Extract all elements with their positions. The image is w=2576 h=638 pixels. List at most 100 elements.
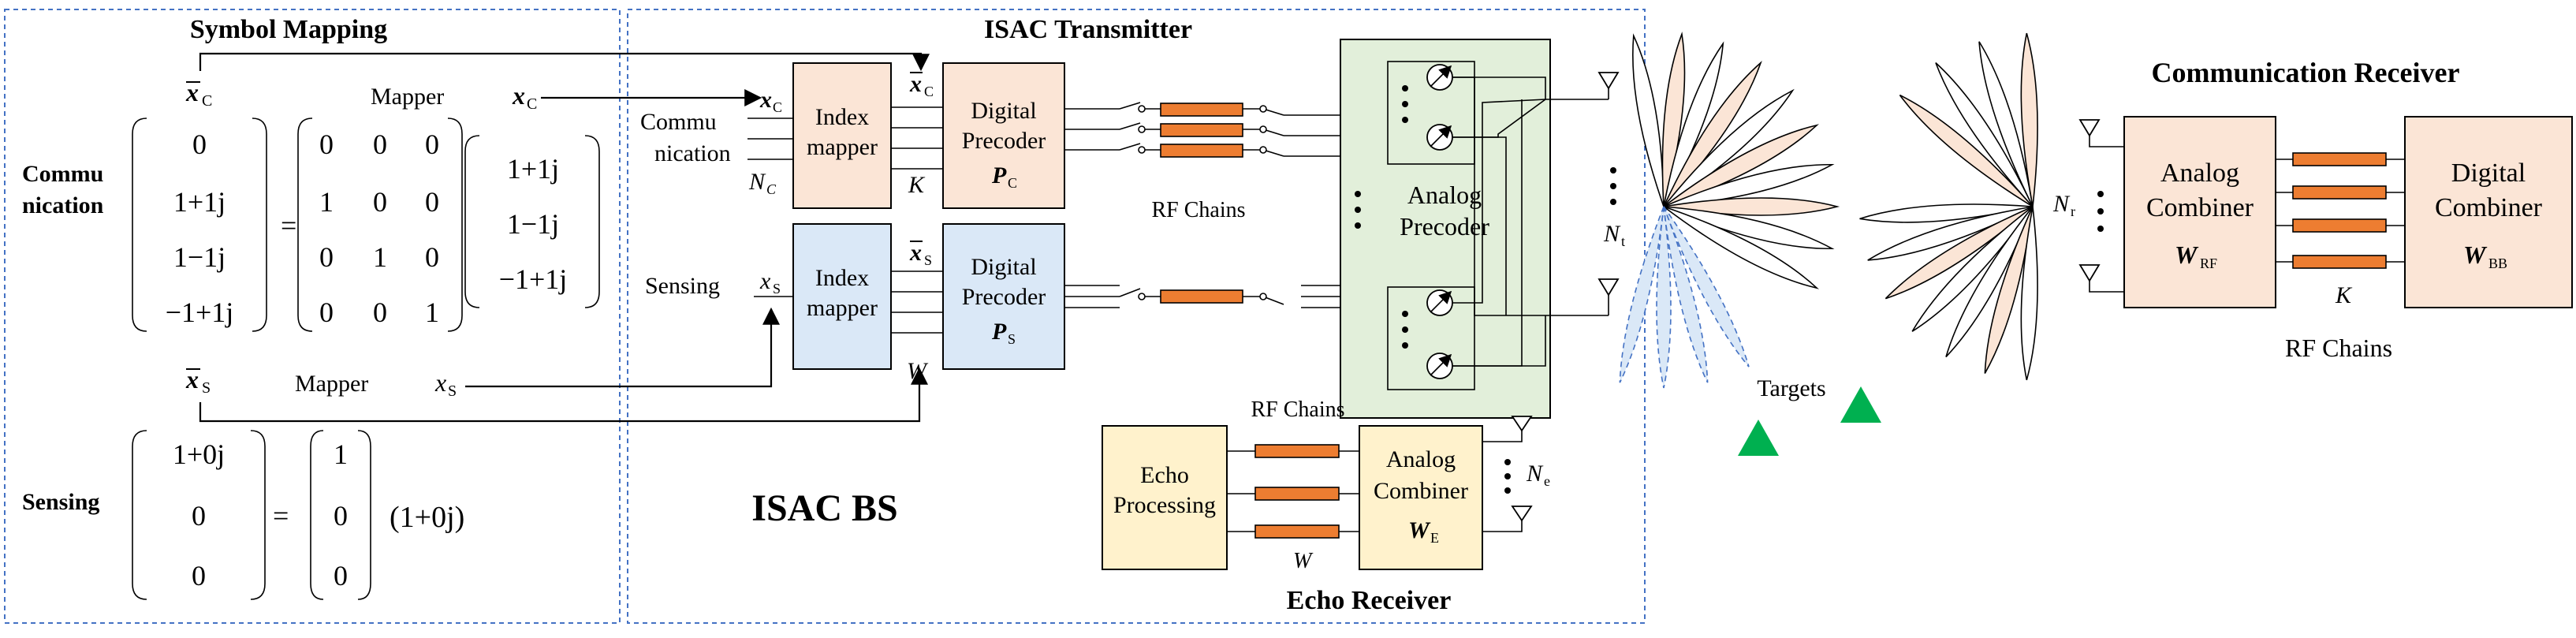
svg-text:Analog: Analog [2160, 159, 2239, 188]
svg-text:0: 0 [373, 297, 387, 328]
rx-beam-lobe [1859, 203, 2034, 223]
svg-text:mapper: mapper [807, 134, 878, 160]
wbb-label: W BB [2463, 241, 2507, 271]
xc-input-symbol: x C [759, 87, 782, 115]
comm-input-label-1: Commu [640, 109, 717, 135]
svg-text:Index: Index [815, 104, 869, 130]
mapper-bottom-label: Mapper [295, 371, 368, 397]
svg-text:N: N [1526, 461, 1544, 487]
svg-text:1+1j: 1+1j [173, 186, 226, 218]
we-label: W E [1408, 517, 1439, 546]
svg-text:C: C [766, 181, 777, 197]
svg-text:0: 0 [334, 500, 348, 532]
svg-text:x: x [759, 87, 772, 113]
svg-text:W: W [2463, 241, 2488, 269]
tx-rf-chains-comm [1064, 102, 1340, 158]
echo-receiver-title: Echo Receiver [1287, 586, 1452, 615]
svg-text:1: 1 [319, 186, 334, 218]
digital-precoder-sens [942, 223, 1065, 370]
svg-text:W: W [2175, 241, 2199, 269]
xs-input-symbol: x S [759, 268, 781, 297]
svg-text:C: C [1008, 175, 1017, 191]
isac-bs-title: ISAC BS [751, 487, 897, 529]
tx-rf-chains-label: RF Chains [1151, 198, 1245, 222]
ps-label: P S [991, 319, 1016, 347]
svg-text:W: W [1408, 517, 1431, 543]
rx-rf-chains-label: RF Chains [2285, 334, 2392, 362]
svg-text:mapper: mapper [807, 295, 878, 321]
xc-bar-symbol: x C [185, 78, 212, 110]
xs-bar-input-symbol: x S [909, 240, 932, 268]
xs-bar-to-precoder-line [199, 367, 928, 423]
wrf-label: W RF [2175, 241, 2217, 271]
target-marker-2 [1840, 386, 1881, 423]
svg-text:1: 1 [373, 241, 387, 273]
target-marker-1 [1738, 420, 1779, 456]
nt-label: N t [1603, 221, 1625, 249]
xc-symbol: x C [512, 81, 537, 113]
targets-label: Targets [1757, 375, 1825, 401]
svg-text:E: E [1430, 530, 1439, 546]
tx-sensing-lobe [1663, 206, 1709, 383]
rx-antennas [2078, 119, 2124, 293]
xs-symbol: x S [434, 368, 457, 400]
svg-text:Analog: Analog [1386, 446, 1456, 472]
tx-sensing-lobe [1656, 206, 1672, 389]
echo-processing-block [1102, 425, 1228, 570]
svg-text:0: 0 [373, 186, 387, 218]
comm-input-label-2: nication [654, 140, 731, 166]
svg-text:0: 0 [373, 129, 387, 160]
mapper-top-label: Mapper [371, 84, 444, 110]
rx-beam-lobe [1978, 41, 2034, 207]
k-label-tx: K [908, 172, 926, 198]
svg-text:0: 0 [319, 241, 334, 273]
rx-beam-lobe [1884, 206, 2034, 300]
symbol-mapping-title: Symbol Mapping [190, 15, 387, 44]
svg-text:0: 0 [192, 500, 206, 532]
ne-label: N e [1526, 461, 1550, 489]
sensing-input-label: Sensing [645, 273, 720, 299]
tx-rf-chain-sens [1064, 285, 1340, 308]
symbol-mapping-frame [4, 9, 621, 624]
svg-text:1+0j: 1+0j [173, 438, 225, 470]
nc-label: N C [748, 169, 777, 197]
tx-beam-lobe [1663, 206, 1820, 289]
svg-text:0: 0 [192, 129, 207, 160]
tx-antenna-bottom [1597, 278, 1620, 315]
isac-transmitter-title: ISAC Transmitter [984, 15, 1192, 44]
svg-text:−1+1j: −1+1j [499, 263, 568, 295]
svg-text:P: P [991, 162, 1007, 188]
rx-beam-lobe [2020, 206, 2038, 381]
xc-bar-input-symbol: x C [909, 71, 934, 99]
svg-text:1−1j: 1−1j [507, 208, 559, 240]
svg-text:Precoder: Precoder [962, 284, 1046, 310]
svg-text:S: S [773, 281, 781, 297]
tx-sensing-lobe [1619, 206, 1665, 383]
rx-beam-lobe [1945, 206, 2034, 358]
svg-text:x: x [512, 81, 525, 110]
pc-label: P C [991, 162, 1017, 191]
svg-text:C: C [924, 84, 934, 99]
svg-text:−1+1j: −1+1j [166, 297, 234, 328]
svg-text:Analog: Analog [1407, 181, 1482, 209]
svg-text:Precoder: Precoder [1400, 212, 1489, 241]
svg-text:C: C [527, 95, 537, 113]
svg-text:0: 0 [425, 129, 439, 160]
comm-label-1: Commu [22, 161, 103, 187]
svg-text:x: x [185, 365, 199, 394]
svg-text:=: = [273, 500, 289, 532]
svg-text:RF: RF [2200, 256, 2217, 271]
rx-k-label: K [2335, 282, 2353, 308]
tx-beam-lobe [1632, 33, 1665, 207]
svg-text:Processing: Processing [1113, 492, 1216, 518]
comm-receiver-title: Communication Receiver [2152, 57, 2460, 88]
svg-text:C: C [773, 99, 782, 115]
rx-beam-lobe [1911, 206, 2034, 332]
svg-text:0: 0 [425, 186, 439, 218]
svg-text:1: 1 [425, 297, 439, 328]
comm-equation: 0 1+1j 1−1j −1+1j = 0 0 0 1 0 0 0 1 0 0 … [132, 118, 600, 332]
digital-precoder-comm [942, 62, 1065, 209]
svg-text:Combiner: Combiner [2435, 193, 2543, 222]
svg-text:1: 1 [334, 438, 348, 470]
